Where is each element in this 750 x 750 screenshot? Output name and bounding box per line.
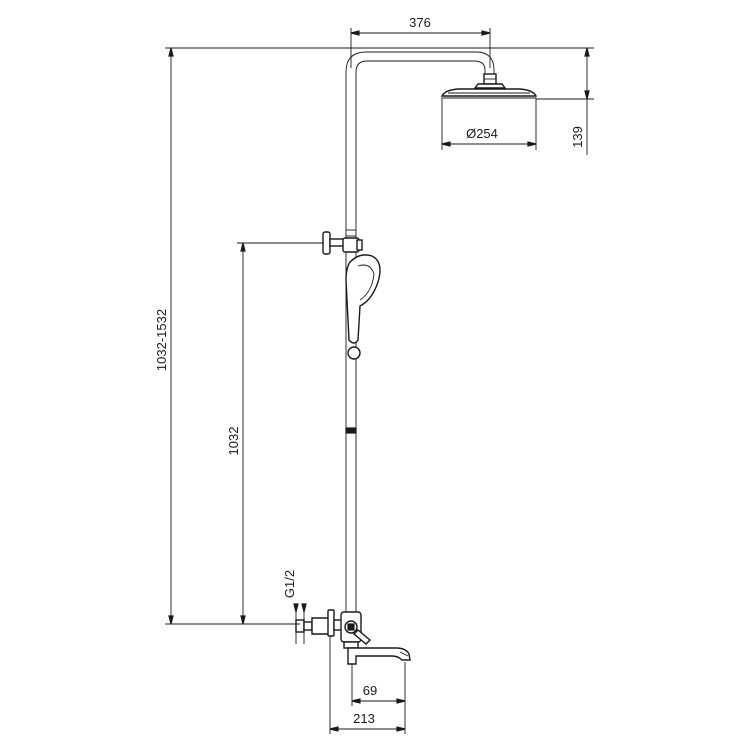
wall-inlet [295,609,345,637]
hand-shower [342,237,381,360]
mixer-valve [340,611,372,649]
dimension-spout-offset: 69 [351,662,406,734]
dimension-head-height: 139 [494,47,594,155]
dimension-arm-length-label: 376 [409,15,431,30]
dimension-holder-height: 1032 [226,242,323,625]
shower-head [440,73,538,99]
dimension-total-height: 1032-1532 [154,47,494,625]
dimension-total-height-label: 1032-1532 [154,309,169,371]
riser-pipe [345,51,495,612]
dimension-head-diameter-label: Ø254 [466,126,498,141]
dimension-head-diameter: Ø254 [441,98,537,150]
dimension-inlet-thread: G1/2 [282,570,307,644]
dimension-arm-length: 376 [350,15,491,68]
dimension-spout-offset-label: 69 [363,683,377,698]
dimension-spout-length: 213 [329,636,406,734]
dimension-head-height-label: 139 [570,126,585,148]
bath-spout [347,647,411,665]
dimension-spout-length-label: 213 [353,711,375,726]
dimension-inlet-thread-label: G1/2 [282,570,297,598]
dimension-holder-height-label: 1032 [226,427,241,456]
shower-system [295,51,538,665]
